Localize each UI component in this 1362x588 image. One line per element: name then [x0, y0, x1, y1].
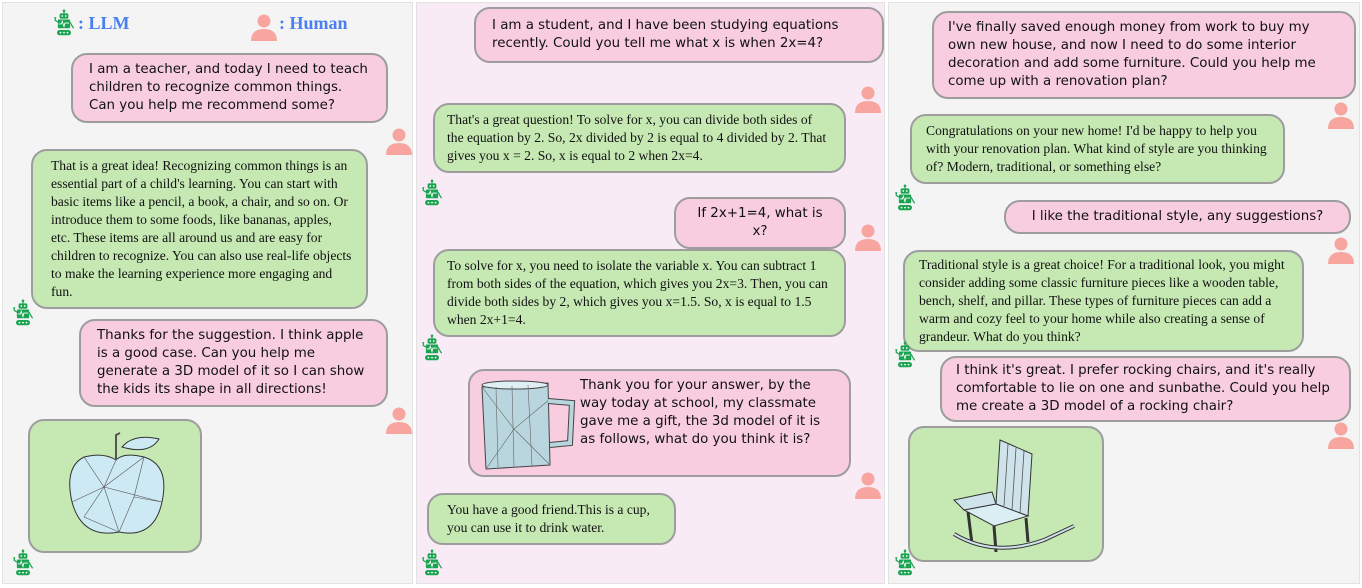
llm-message: That is a great idea! Recognizing common… — [31, 149, 368, 309]
apple-3d-model-image — [69, 432, 165, 534]
llm-3d-model-message — [908, 426, 1104, 562]
human-icon — [386, 127, 412, 155]
robot-icon — [893, 341, 917, 369]
human-icon — [251, 13, 277, 41]
human-message-with-model: Thank you for your answer, by the way to… — [468, 369, 851, 477]
robot-icon — [11, 549, 35, 577]
human-icon — [1328, 236, 1354, 264]
human-message: I am a student, and I have been studying… — [474, 7, 884, 63]
human-icon — [855, 223, 881, 251]
robot-icon — [893, 549, 917, 577]
robot-icon — [420, 179, 444, 207]
human-message: If 2x+1=4, what is x? — [674, 197, 846, 249]
human-icon — [386, 406, 412, 434]
legend-llm: : LLM — [78, 13, 130, 33]
human-icon — [855, 471, 881, 499]
robot-icon — [893, 184, 917, 212]
robot-icon — [11, 299, 35, 327]
robot-icon — [420, 334, 444, 362]
cup-3d-model-image — [481, 380, 576, 470]
dialog-panel-student: I am a student, and I have been studying… — [416, 2, 885, 584]
legend-human: : Human — [279, 13, 348, 33]
human-message: I like the traditional style, any sugges… — [1004, 200, 1351, 234]
human-message-text: Thank you for your answer, by the way to… — [580, 378, 821, 447]
human-message: Thanks for the suggestion. I think apple… — [79, 319, 388, 407]
llm-3d-model-message — [28, 419, 202, 553]
dialog-panel-teacher: : LLM : Human I am a teacher, and today … — [2, 2, 413, 584]
human-icon — [1328, 101, 1354, 129]
llm-message: You have a good friend.This is a cup, yo… — [427, 493, 676, 545]
human-message: I think it's great. I prefer rocking cha… — [940, 356, 1351, 422]
dialog-panel-renovation: I've finally saved enough money from wor… — [888, 2, 1360, 584]
llm-message: That's a great question! To solve for x,… — [433, 103, 846, 173]
robot-icon — [420, 549, 444, 577]
llm-message: Congratulations on your new home! I'd be… — [910, 114, 1285, 184]
human-message: I've finally saved enough money from wor… — [932, 11, 1356, 99]
robot-icon — [52, 9, 76, 37]
human-icon — [855, 85, 881, 113]
llm-message: To solve for x, you need to isolate the … — [433, 249, 846, 337]
llm-message: Traditional style is a great choice! For… — [903, 250, 1304, 352]
rocking-chair-3d-model-image — [952, 439, 1075, 553]
human-icon — [1328, 421, 1354, 449]
human-message: I am a teacher, and today I need to teac… — [71, 53, 388, 123]
